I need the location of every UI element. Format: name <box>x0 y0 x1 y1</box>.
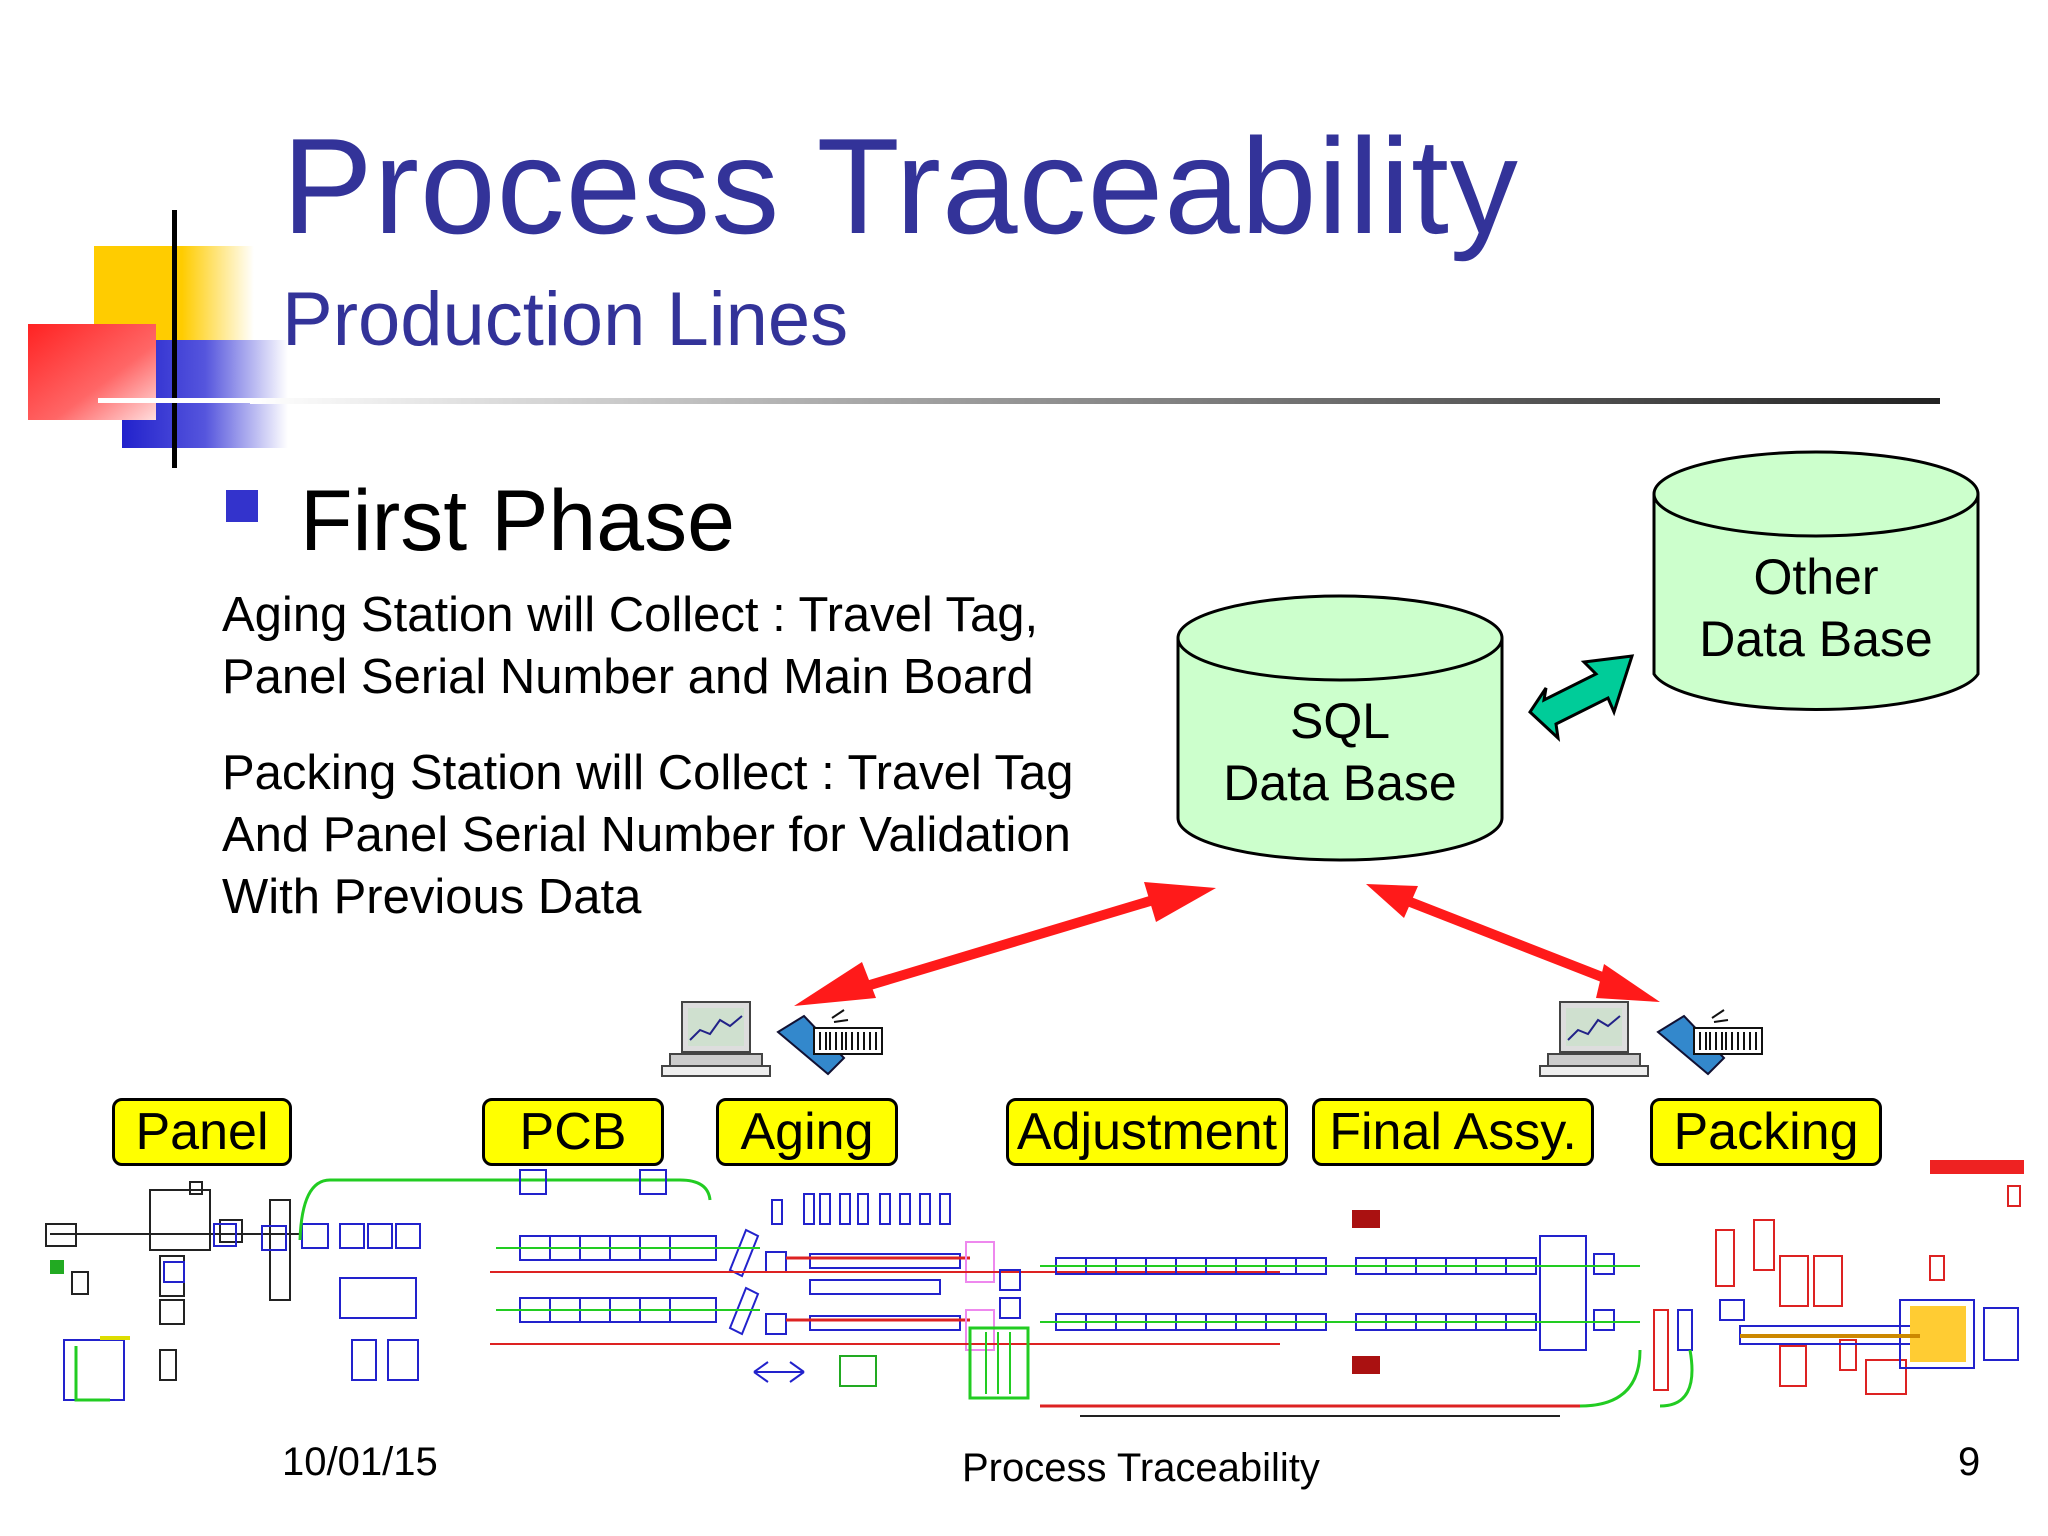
other-label-line-1: Other <box>1753 549 1879 605</box>
other-database-cylinder <box>1652 450 1980 711</box>
corner-decoration <box>28 210 288 468</box>
sql-database-label: SQL Data Base <box>1178 690 1502 814</box>
stage-adjustment: Adjustment <box>1006 1098 1288 1166</box>
other-database-label: Other Data Base <box>1654 546 1978 670</box>
slide-title: Process Traceability <box>282 110 1519 262</box>
packing-line-2: And Panel Serial Number for Validation <box>222 808 1071 862</box>
database-sync-arrow <box>1528 654 1635 742</box>
packing-description: Packing Station will Collect : Travel Ta… <box>222 742 1074 928</box>
packing-barcode-scanner-icon <box>1656 1009 1763 1076</box>
section-heading: First Phase <box>300 473 735 569</box>
aging-line-2: Panel Serial Number and Main Board <box>222 650 1034 704</box>
packing-line-3: With Previous Data <box>222 870 642 924</box>
stage-pcb: PCB <box>482 1098 664 1166</box>
production-line-layout <box>45 1160 2024 1417</box>
sql-label-line-2: Data Base <box>1223 755 1457 811</box>
packing-line-1: Packing Station will Collect : Travel Ta… <box>222 746 1074 800</box>
sql-database-cylinder <box>1176 594 1504 862</box>
aging-computer-icon <box>661 1001 771 1077</box>
other-label-line-2: Data Base <box>1699 611 1933 667</box>
stage-panel: Panel <box>112 1098 292 1166</box>
stage-packing: Packing <box>1650 1098 1882 1166</box>
packing-computer-icon <box>1539 1001 1649 1077</box>
aging-barcode-scanner-icon <box>776 1009 883 1076</box>
slide-subtitle: Production Lines <box>282 277 849 362</box>
stage-aging: Aging <box>716 1098 898 1166</box>
stage-final-assy: Final Assy. <box>1312 1098 1594 1166</box>
footer-date: 10/01/15 <box>282 1440 438 1484</box>
aging-description: Aging Station will Collect : Travel Tag,… <box>222 584 1038 708</box>
footer-page-number: 9 <box>1958 1440 1981 1484</box>
bullet-square <box>226 490 258 522</box>
title-rule <box>250 398 1940 404</box>
red-arrow-aging <box>794 882 1216 1006</box>
footer-title: Process Traceability <box>962 1446 1320 1490</box>
aging-line-1: Aging Station will Collect : Travel Tag, <box>222 588 1039 642</box>
red-arrow-packing <box>1366 884 1660 1002</box>
sql-label-line-1: SQL <box>1289 693 1391 749</box>
